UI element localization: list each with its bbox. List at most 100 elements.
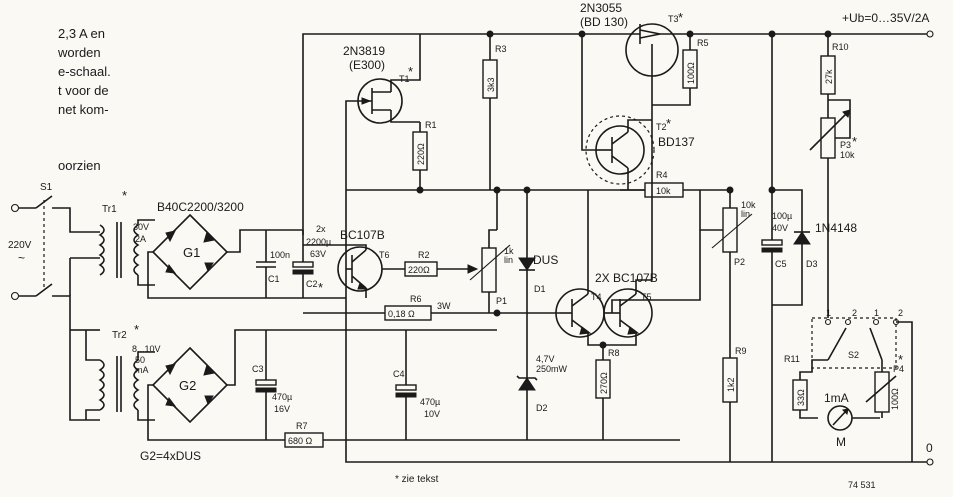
ground-rail [345,440,934,466]
resistor-r1 [412,122,428,190]
tr1-star: * [122,188,127,203]
r8-label: R8 [608,348,620,358]
resistor-r10 [820,30,836,118]
t3-type-alt: (BD 130) [580,15,628,29]
s2-pos: 1 [874,308,879,318]
top-rail [302,30,934,235]
c2-value: 2200µ [306,237,331,247]
capacitor-c5 [761,30,783,462]
t3-type: 2N3055 [580,1,622,15]
resistor-r11 [792,359,828,419]
c3-value: 470µ [272,392,292,402]
t1-type-alt: (E300) [349,58,385,72]
r5-value: 100Ω [686,62,696,84]
r6-power: 3W [437,301,451,311]
t1-type: 2N3819 [343,44,385,58]
r2-value: 220Ω [408,265,430,275]
resistor-r5 [652,30,698,106]
r1-label: R1 [425,120,437,130]
tr2-label: Tr2 [112,330,127,341]
c5-voltage: 40V [772,223,788,233]
r1-value: 220Ω [416,143,426,165]
c4-label: C4 [393,369,405,379]
r11-label: R11 [784,354,800,364]
c2-label: C2 [306,279,318,289]
g1-label: G1 [183,245,200,260]
capacitor-c1 [256,230,276,298]
r9-value: 1k2 [726,377,736,392]
p4-star: * [898,352,903,367]
resistor-r9 [722,357,738,462]
r7-value: 680 Ω [288,436,313,446]
s1-label: S1 [40,182,53,193]
meter-m [827,405,880,431]
mains-voltage-label: 220V [8,240,32,251]
tr1-voltage: 30V [133,222,149,232]
footnote: * zie tekst [395,474,439,485]
c4-value: 470µ [420,397,440,407]
transistor-t2 [578,30,655,190]
transistor-t5 [603,120,701,346]
p1-taper: lin [504,255,513,265]
diode-d3 [772,189,811,306]
p2-value: 10k [741,200,756,210]
d2-power: 250mW [536,364,568,374]
bridge-rectifier-g1 [147,213,346,299]
s2-pos: 2 [898,308,903,318]
c2-star: * [318,280,323,295]
diode-d1 [518,186,536,345]
capacitor-c2 [292,230,314,298]
t6-type: BC107B [340,228,385,242]
resistor-r7 [284,432,324,448]
article-line: e-schaal. [58,64,111,79]
p4-label: P4 [893,364,904,374]
c2-qty: 2x [316,224,326,234]
p1-value: 1k [504,246,514,256]
zener-d2 [516,345,538,440]
p2-taper: lin [741,209,750,219]
c4-voltage: 10V [424,409,440,419]
p2-label: P2 [734,257,745,267]
d2-voltage: 4,7V [536,354,555,364]
tr2-current-unit: mA [135,365,149,375]
t2-label: T2 [656,122,667,132]
t5-label: T5 [641,292,652,302]
g2-label: G2 [179,378,196,393]
mains-ac-symbol: ~ [18,251,25,265]
r9-label: R9 [735,346,747,356]
s2-label: S2 [848,350,859,360]
d3-label: D3 [806,259,818,269]
capacitor-c4 [395,330,417,440]
bridge-type: B40C2200/3200 [157,200,244,214]
r8-value: 270Ω [599,372,609,394]
supply-label: +Ub=0…35V/2A [842,11,929,25]
r7-label: R7 [296,421,308,431]
tr2-current: 50 [135,355,145,365]
t2-star: * [666,116,671,131]
transistor-t4 [555,190,605,346]
r3-value: 3k3 [486,77,496,92]
meter-label: M [836,435,846,449]
r10-label: R10 [832,42,849,52]
resistor-r6 [303,305,560,321]
resistor-r8 [595,341,611,440]
resistor-r2 [404,261,479,277]
t1-label: T1 [399,74,410,84]
t6-label: T6 [379,250,390,260]
bridge-rectifier-g2 [147,329,680,441]
article-line: net kom- [58,102,109,117]
c5-value: 100µ [772,211,792,221]
drive-bus [346,186,645,194]
t3-label: T3 [668,14,679,24]
t1-star: * [408,64,413,79]
r4-label: R4 [656,170,668,180]
d3-type: 1N4148 [815,221,857,235]
capacitor-c3 [255,330,277,440]
p3-label: P3 [840,140,851,150]
transformer-tr2 [85,330,155,421]
r2-label: R2 [418,250,430,260]
article-line: oorzien [58,158,101,173]
g2-note: G2=4xDUS [140,449,201,463]
